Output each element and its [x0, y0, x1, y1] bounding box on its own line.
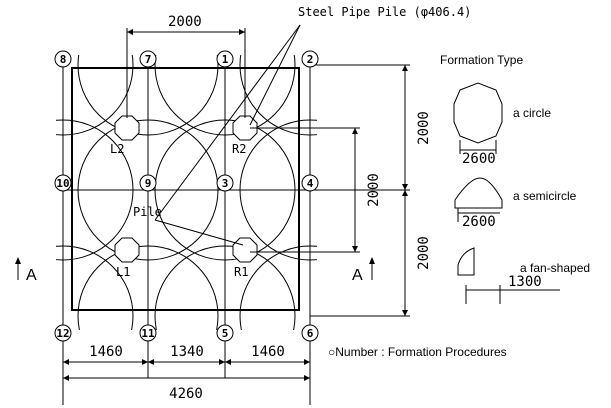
marker-3: 3 — [222, 177, 229, 190]
bottom-dim-1460-right: 1460 — [251, 344, 285, 360]
pile-label-r2: R2 — [232, 142, 246, 156]
marker-1: 1 — [222, 53, 229, 66]
pile-r1 — [232, 237, 258, 263]
marker-9: 9 — [145, 177, 152, 190]
procedures-note: ○Number : Formation Procedures — [328, 345, 507, 359]
marker-10: 10 — [56, 177, 69, 190]
pile-l2 — [114, 115, 140, 141]
top-dimension-label: 2000 — [168, 14, 202, 30]
right-dim-middle: 2000 — [366, 173, 382, 207]
legend-fan-shape — [457, 247, 475, 276]
section-mark-left — [15, 257, 21, 280]
plan-boundary — [71, 67, 300, 311]
legend-circle-dim: 2600 — [462, 151, 496, 167]
bottom-dim-1460-left: 1460 — [89, 344, 123, 360]
legend-title: Formation Type — [440, 53, 523, 67]
legend-fan-label: a fan-shaped — [520, 261, 590, 275]
legend-circle-label: a circle — [513, 106, 551, 120]
formation-type-legend: Formation Type a circle 2600 a semicircl… — [440, 53, 590, 304]
pile-leader-lines — [154, 24, 301, 246]
marker-11: 11 — [141, 327, 155, 340]
marker-7: 7 — [145, 53, 152, 66]
grid-lines — [62, 58, 311, 333]
pile-label-l1: L1 — [116, 265, 130, 279]
top-dimension — [126, 28, 246, 118]
marker-12: 12 — [56, 327, 69, 340]
steel-pipe-label: Steel Pipe Pile (φ406.4) — [298, 5, 471, 19]
right-dim-lower: 2000 — [416, 236, 432, 270]
pile-label-l2: L2 — [110, 142, 124, 156]
legend-fan-dim: 1300 — [508, 274, 542, 290]
section-label-left: A — [26, 267, 37, 284]
right-dim-upper: 2000 — [416, 111, 432, 145]
marker-5: 5 — [222, 327, 229, 340]
marker-8: 8 — [60, 53, 67, 66]
section-mark-right — [369, 257, 375, 280]
section-label-right: A — [352, 267, 363, 284]
right-dimensions — [250, 64, 410, 317]
pile-text: Pile — [133, 205, 162, 219]
pile-label-r1: R1 — [234, 265, 248, 279]
legend-semicircle-shape — [454, 177, 503, 209]
steel-pipe-piles — [114, 115, 258, 263]
bottom-dim-1340: 1340 — [170, 344, 204, 360]
bottom-dim-total: 4260 — [169, 386, 203, 402]
procedure-number-markers: 8 7 1 2 10 9 3 4 12 11 5 6 — [54, 50, 319, 342]
legend-semicircle-dim: 2600 — [462, 214, 496, 230]
pile-l1 — [114, 237, 140, 263]
legend-circle-shape — [453, 82, 503, 144]
marker-2: 2 — [307, 53, 314, 66]
legend-semicircle-label: a semicircle — [513, 189, 577, 203]
marker-6: 6 — [307, 327, 314, 340]
marker-4: 4 — [307, 177, 314, 190]
